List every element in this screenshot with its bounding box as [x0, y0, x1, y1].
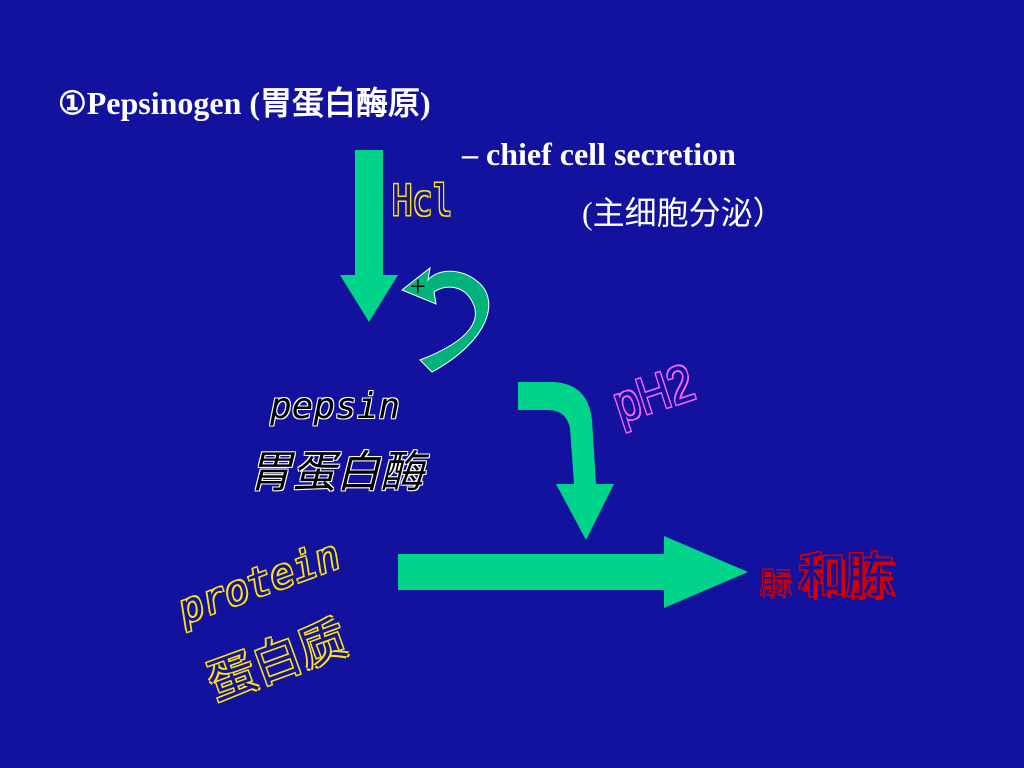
chinese-note: (主细胞分泌）	[582, 195, 785, 231]
bent-down-arrow-icon	[518, 382, 614, 540]
plus-sign: +	[410, 272, 426, 303]
right-arrow-icon	[398, 536, 748, 608]
curved-feedback-arrow-icon	[401, 266, 490, 373]
products-label-small: 月示	[760, 568, 791, 599]
hcl-label: Hcl	[392, 176, 453, 225]
slide-title: ①Pepsinogen (胃蛋白酶原)	[58, 85, 431, 121]
pepsin-label-en: pepsin	[270, 386, 401, 427]
products-label: 月示和胨	[760, 536, 894, 606]
pepsin-label-zh: 胃蛋白酶	[248, 448, 424, 497]
products-label-main: 和胨	[798, 550, 895, 603]
slide-subtitle: – chief cell secretion	[462, 136, 736, 172]
down-arrow-icon	[340, 150, 398, 322]
